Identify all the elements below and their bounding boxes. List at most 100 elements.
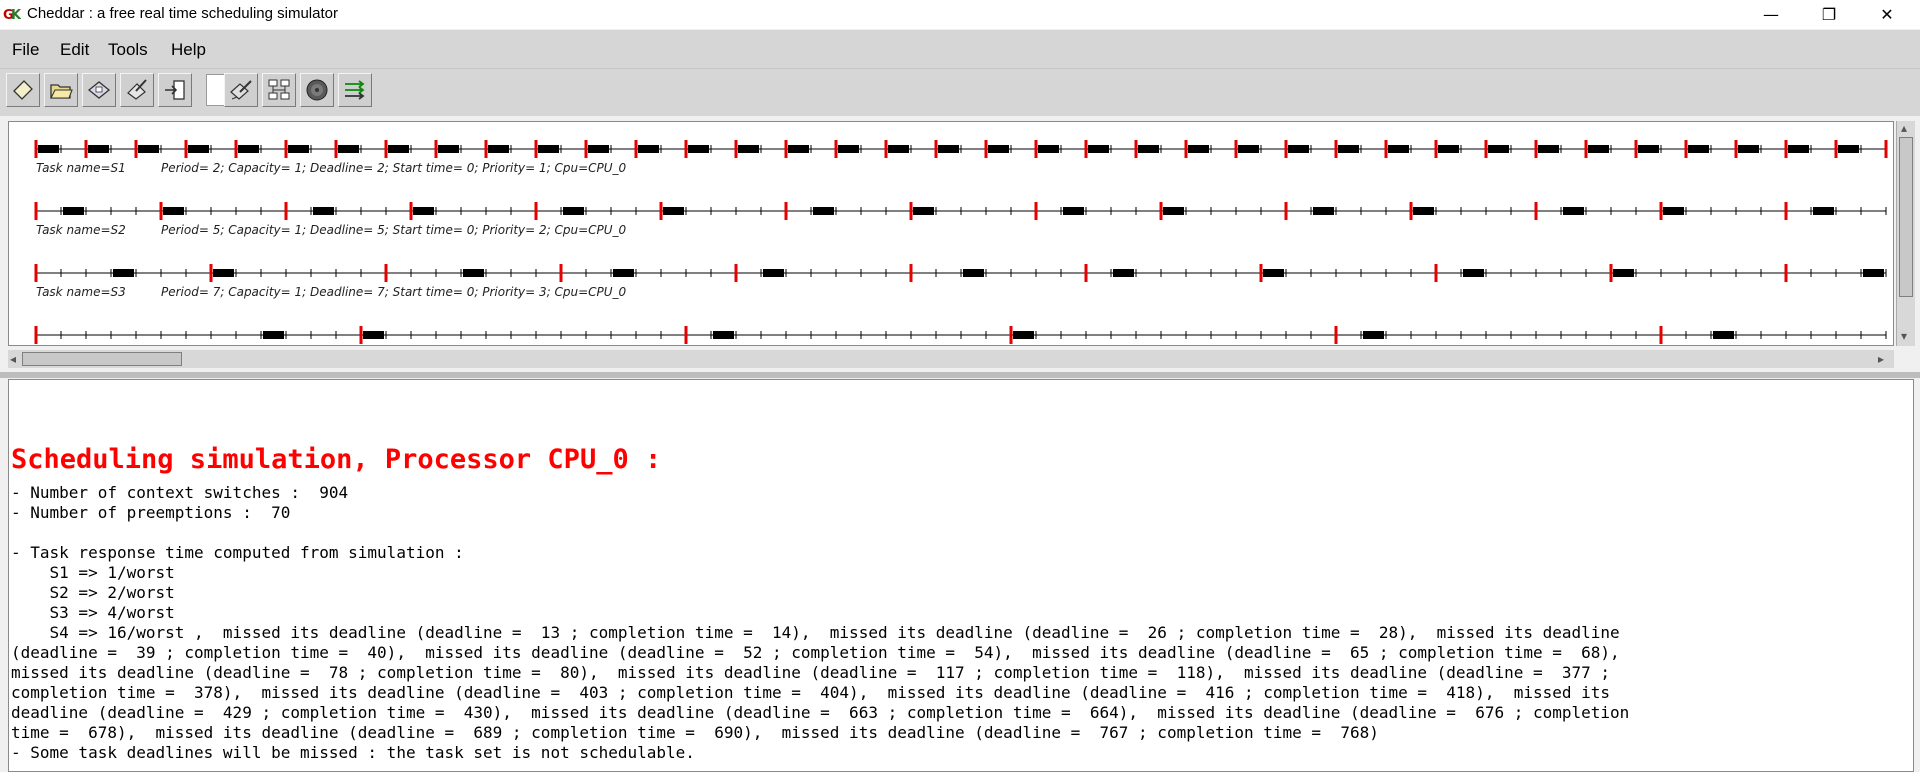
output-line: completion time = 378), missed its deadl… [11,683,1611,702]
execution-block [1813,207,1834,215]
execution-block [838,145,859,153]
output-line: time = 678), missed its deadline (deadli… [11,723,1379,742]
exit-button[interactable] [158,73,192,107]
save-button[interactable] [82,73,116,107]
execution-block [1688,145,1709,153]
execution-block [1788,145,1809,153]
execution-block [1713,331,1734,339]
open-folder-button[interactable] [44,73,78,107]
execution-block [1113,269,1134,277]
output-line: S2 => 2/worst [11,583,175,602]
svg-text:G: G [3,8,14,23]
scheduling-pen-icon [230,80,252,100]
menu-tools[interactable]: Tools [108,40,148,59]
output-line: - Number of preemptions : 70 [11,503,291,522]
output-line: deadline (deadline = 429 ; completion ti… [11,703,1630,722]
execution-block [1638,145,1659,153]
tree-structure-icon [268,79,290,100]
execution-block [1388,145,1409,153]
vertical-scroll-thumb[interactable] [1899,137,1913,297]
scroll-right-arrow-icon[interactable]: ▸ [1878,352,1885,366]
execution-block [1438,145,1459,153]
output-line: S3 => 4/worst [11,603,175,622]
execution-block [363,331,384,339]
menu-help[interactable]: Help [171,40,206,59]
execution-block [988,145,1009,153]
new-file-button[interactable] [6,73,40,107]
output-line: (deadline = 39 ; completion time = 40), … [11,643,1620,662]
scheduling-button[interactable] [224,73,258,107]
svg-text:K: K [11,8,21,23]
simulation-title: Scheduling simulation, Processor CPU_0 : [11,444,662,475]
panel-splitter[interactable] [0,372,1920,378]
structure-button[interactable] [262,73,296,107]
execution-block [763,269,784,277]
execution-block [463,269,484,277]
task-params-label: Period= 2; Capacity= 1; Deadline= 2; Sta… [161,161,627,175]
execution-block [388,145,409,153]
timeline-horizontal-scrollbar[interactable]: ◂ ▸ [8,350,1894,368]
execution-block [338,145,359,153]
execution-block [1313,207,1334,215]
execution-block [38,145,59,153]
execution-block [588,145,609,153]
execution-block [438,145,459,153]
save-disk-icon [87,81,111,99]
run-button[interactable] [338,73,372,107]
execution-block [938,145,959,153]
execution-block [263,331,284,339]
execution-block [613,269,634,277]
execution-block [163,207,184,215]
minimize-button[interactable]: — [1763,5,1779,24]
horizontal-scroll-thumb[interactable] [22,352,182,366]
execution-block [1463,269,1484,277]
execution-block [538,145,559,153]
output-line: - Task response time computed from simul… [11,543,464,562]
execution-block [1138,145,1159,153]
execution-block [788,145,809,153]
execution-block [1663,207,1684,215]
scroll-left-arrow-icon[interactable]: ◂ [10,352,17,366]
execution-block [713,331,734,339]
output-line: S1 => 1/worst [11,563,175,582]
execution-block [1413,207,1434,215]
execution-block [488,145,509,153]
execution-block [688,145,709,153]
menu-edit[interactable]: Edit [60,40,90,59]
execution-block [238,145,259,153]
execution-block [288,145,309,153]
execution-block [663,207,684,215]
execution-block [1588,145,1609,153]
scheduling-timeline-panel[interactable]: Task name=S1 Period= 2; Capacity= 1; Dead… [8,121,1894,346]
execution-block [1563,207,1584,215]
task-name-label: Task name=S1 [36,161,126,175]
output-line: missed its deadline (deadline = 78 ; com… [11,663,1611,682]
execution-block [1038,145,1059,153]
timeline-vertical-scrollbar[interactable]: ▴ ▾ [1896,121,1915,346]
execution-block [138,145,159,153]
task-params-label: Period= 5; Capacity= 1; Deadline= 5; Sta… [161,223,627,237]
execution-block [1238,145,1259,153]
task-name-label: Task name=S3 [36,285,126,299]
scroll-up-arrow-icon[interactable]: ▴ [1901,121,1908,135]
task-params-label: Period= 7; Capacity= 1; Deadline= 7; Sta… [161,285,627,299]
output-line: S4 => 16/worst , missed its deadline (de… [11,623,1620,642]
close-button[interactable]: ✕ [1880,5,1894,24]
scroll-down-arrow-icon[interactable]: ▾ [1901,329,1908,343]
execution-block [88,145,109,153]
simulation-button[interactable] [300,73,334,107]
open-folder-icon [50,84,73,99]
execution-block [1838,145,1859,153]
menu-file[interactable]: File [12,40,40,59]
execution-block [1538,145,1559,153]
execution-block [1488,145,1509,153]
window-title: Cheddar : a free real time scheduling si… [27,5,338,22]
edit-button[interactable] [120,73,154,107]
simulation-output-panel: Scheduling simulation, Processor CPU_0 :… [8,379,1914,772]
output-line: - Some task deadlines will be missed : t… [11,743,695,762]
toolbar [0,69,1920,116]
execution-block [963,269,984,277]
maximize-button[interactable]: ❐ [1821,5,1837,24]
exit-door-icon [165,80,185,100]
menu-bar: File Edit Tools Help [0,30,1920,69]
